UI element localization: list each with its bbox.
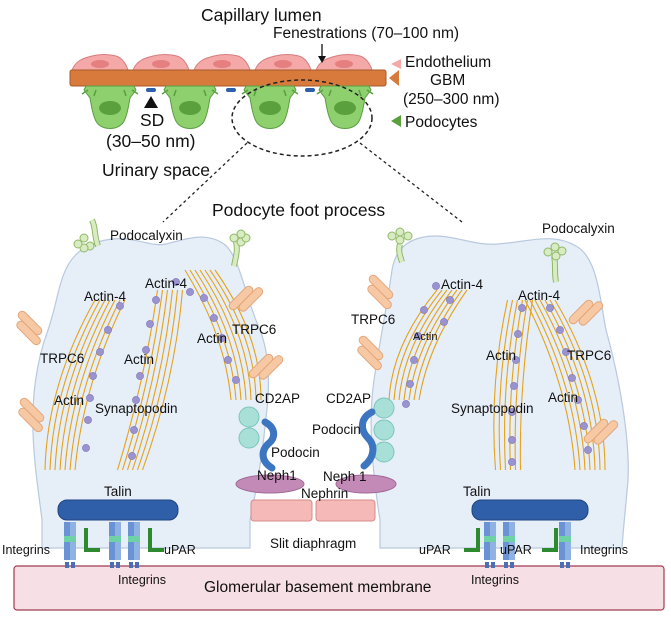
left-podocalyxin [73,218,101,253]
right-neph1-label: Neph 1 [323,469,367,484]
right-actin-label-b: Actin [486,348,517,363]
urinary-space-label: Urinary space [102,160,210,180]
right-actin-label-a: Actin [413,331,438,343]
sd-arrow [144,96,158,108]
left-podocalyxin-label: Podocalyxin [110,228,183,243]
gbm-legend-icon [389,70,399,86]
endothelium-legend-icon [391,59,401,69]
nephrin-label: Nephrin [301,486,349,501]
right-integrins-label-a: Integrins [471,573,519,587]
detail-title: Podocyte foot process [212,200,386,220]
left-actin-label-a: Actin [197,331,228,346]
left-synaptopodin-label: Synaptopodin [95,401,178,416]
left-neph1 [235,474,305,494]
podocytes-legend-icon [391,115,401,127]
left-podocalyxin-2 [229,229,251,267]
right-integrins-label-b: Integrins [580,543,628,557]
left-trpc6-label-b: TRPC6 [40,351,85,366]
gbm-size-label: (250–300 nm) [403,91,500,108]
slit-diaphragm-markers [146,88,315,92]
right-actin4-label-b: Actin-4 [518,288,561,303]
podocin-proteins [259,408,377,472]
right-podocin-label: Podocin [312,422,361,437]
right-actin4-label-a: Actin-4 [441,277,484,292]
right-upar-label-a: uPAR [419,543,451,557]
right-upar-label-b: uPAR [500,543,532,557]
left-cd2ap-label: CD2AP [255,391,301,406]
actin-vesicles [82,278,592,466]
left-talin-label: Talin [104,484,132,499]
right-podocalyxin-2 [543,242,567,283]
zoom-line-left [162,142,248,223]
right-synaptopodin-label: Synaptopodin [451,401,534,416]
zoom-ellipse [231,79,373,157]
right-actin-label-c: Actin [548,390,579,405]
right-podocalyxin [387,227,413,263]
left-upar-label: uPAR [164,543,196,557]
sd-size-label: (30–50 nm) [106,131,196,151]
left-neph1-label: Neph1 [257,468,297,483]
right-trpc6-label-b: TRPC6 [567,348,612,363]
right-talin-label: Talin [463,484,491,499]
left-podocin-label: Podocin [271,445,320,460]
right-neph1 [335,474,397,494]
left-actin-label-c: Actin [54,393,85,408]
left-actin4-label-b: Actin-4 [145,276,188,291]
left-actin-filaments [44,269,262,471]
right-talin [471,499,589,521]
gbm-layer [69,69,387,87]
endothelium-label: Endothelium [405,54,492,71]
right-podocalyxin-label: Podocalyxin [542,221,615,236]
endothelium-cells [71,54,373,71]
overview-panel [69,44,463,223]
capillary-lumen-label: Capillary lumen [201,5,322,25]
cd2ap-circles [238,397,395,463]
gbm-label: GBM [430,72,466,89]
podocytes-label: Podocytes [405,114,478,131]
left-trpc6-label-a: TRPC6 [232,322,277,337]
fenestrations-label: Fenestrations (70–100 nm) [273,25,460,42]
right-cd2ap-label: CD2AP [326,391,372,406]
detail-panel [10,218,665,611]
right-actin-filaments [388,289,606,471]
gbm-bottom [13,565,665,611]
left-actin4-label-a: Actin-4 [84,289,127,304]
left-nephrin [250,499,313,522]
sd-label: SD [140,110,165,130]
left-actin-label-b: Actin [124,352,155,367]
right-nephrin [315,499,376,522]
slit-diaphragm-label: Slit diaphragm [270,536,357,551]
right-trpc6-label-a: TRPC6 [351,312,396,327]
left-integrins-label-a: Integrins [2,543,50,557]
left-talin [57,499,179,521]
left-integrins-label-b: Integrins [118,573,166,587]
podocyte-feet [81,85,374,130]
gbm-bottom-label: Glomerular basement membrane [204,579,432,596]
